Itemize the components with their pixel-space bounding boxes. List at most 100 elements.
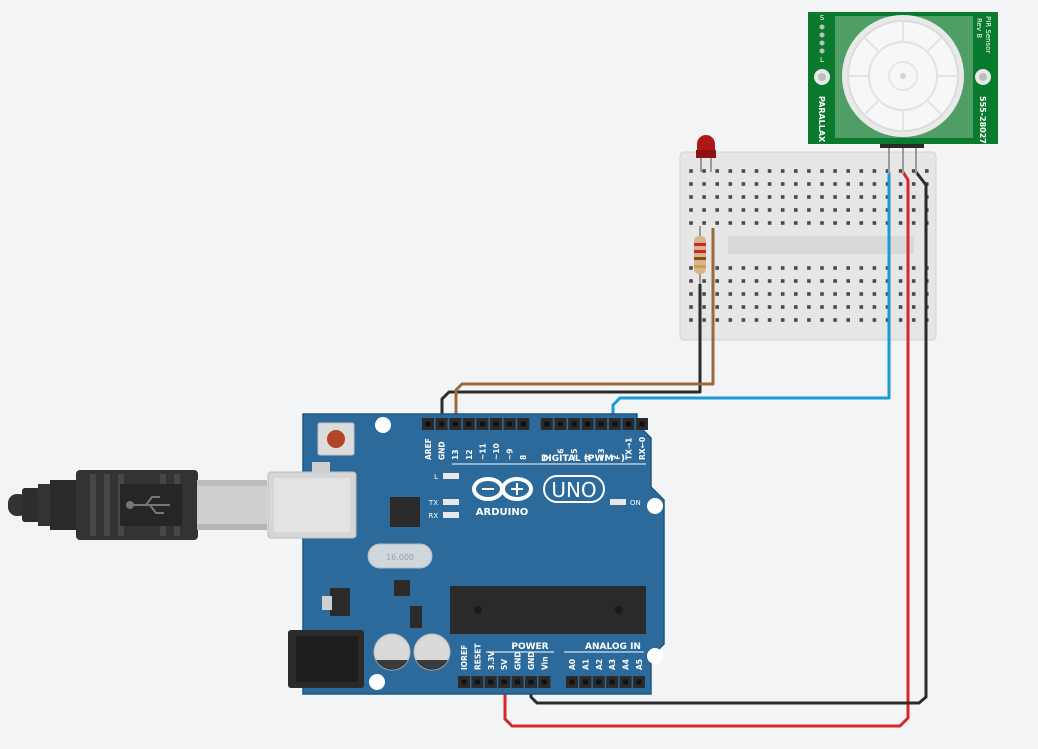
breadboard-hole[interactable] [702, 169, 706, 173]
breadboard-hole[interactable] [833, 208, 837, 212]
breadboard-hole[interactable] [689, 305, 693, 309]
breadboard-hole[interactable] [807, 169, 811, 173]
breadboard-hole[interactable] [715, 305, 719, 309]
breadboard-hole[interactable] [872, 195, 877, 199]
breadboard-hole[interactable] [911, 292, 916, 296]
breadboard-hole[interactable] [754, 318, 759, 322]
breadboard-hole[interactable] [807, 292, 811, 296]
breadboard-hole[interactable] [820, 208, 824, 212]
breadboard-hole[interactable] [741, 221, 746, 225]
breadboard-hole[interactable] [859, 279, 864, 283]
breadboard-hole[interactable] [728, 182, 733, 186]
breadboard-hole[interactable] [820, 266, 824, 270]
breadboard-hole[interactable] [859, 169, 864, 173]
breadboard-hole[interactable] [689, 221, 693, 225]
wires[interactable] [440, 171, 928, 728]
breadboard[interactable] [679, 151, 937, 341]
breadboard-hole[interactable] [833, 266, 837, 270]
breadboard-hole[interactable] [807, 266, 811, 270]
breadboard-hole[interactable] [820, 318, 824, 322]
breadboard-hole[interactable] [780, 266, 785, 270]
pir-sensor[interactable]: S L PIR Sensor Rev B PARALLAX 555-28027 [808, 12, 998, 174]
breadboard-hole[interactable] [820, 221, 824, 225]
breadboard-hole[interactable] [715, 318, 719, 322]
breadboard-hole[interactable] [741, 182, 746, 186]
breadboard-hole[interactable] [780, 305, 785, 309]
breadboard-hole[interactable] [807, 318, 811, 322]
breadboard-hole[interactable] [689, 195, 693, 199]
breadboard-hole[interactable] [820, 182, 824, 186]
breadboard-hole[interactable] [911, 195, 916, 199]
breadboard-hole[interactable] [820, 292, 824, 296]
breadboard-hole[interactable] [807, 305, 811, 309]
breadboard-hole[interactable] [833, 182, 837, 186]
breadboard-hole[interactable] [780, 318, 785, 322]
breadboard-hole[interactable] [767, 195, 772, 199]
breadboard-hole[interactable] [728, 266, 733, 270]
breadboard-hole[interactable] [728, 221, 733, 225]
breadboard-hole[interactable] [794, 208, 798, 212]
breadboard-hole[interactable] [702, 208, 706, 212]
breadboard-hole[interactable] [767, 305, 772, 309]
breadboard-hole[interactable] [715, 195, 719, 199]
breadboard-hole[interactable] [807, 221, 811, 225]
breadboard-hole[interactable] [728, 208, 733, 212]
breadboard-hole[interactable] [846, 208, 850, 212]
breadboard-hole[interactable] [728, 305, 733, 309]
breadboard-hole[interactable] [702, 279, 706, 283]
breadboard-hole[interactable] [898, 221, 903, 225]
breadboard-hole[interactable] [689, 279, 693, 283]
breadboard-hole[interactable] [911, 318, 916, 322]
breadboard-hole[interactable] [780, 292, 785, 296]
breadboard-hole[interactable] [741, 292, 746, 296]
breadboard-hole[interactable] [925, 169, 929, 173]
breadboard-hole[interactable] [702, 318, 706, 322]
breadboard-hole[interactable] [911, 169, 916, 173]
breadboard-hole[interactable] [846, 169, 850, 173]
breadboard-hole[interactable] [911, 182, 916, 186]
breadboard-hole[interactable] [767, 221, 772, 225]
breadboard-hole[interactable] [767, 169, 772, 173]
breadboard-hole[interactable] [702, 305, 706, 309]
breadboard-hole[interactable] [898, 279, 903, 283]
breadboard-hole[interactable] [885, 169, 890, 173]
breadboard-hole[interactable] [911, 305, 916, 309]
breadboard-hole[interactable] [846, 305, 850, 309]
breadboard-hole[interactable] [767, 279, 772, 283]
breadboard-hole[interactable] [689, 292, 693, 296]
breadboard-hole[interactable] [794, 266, 798, 270]
breadboard-hole[interactable] [898, 208, 903, 212]
breadboard-hole[interactable] [754, 182, 759, 186]
breadboard-hole[interactable] [794, 195, 798, 199]
breadboard-hole[interactable] [754, 169, 759, 173]
breadboard-hole[interactable] [767, 182, 772, 186]
breadboard-hole[interactable] [859, 292, 864, 296]
breadboard-hole[interactable] [780, 169, 785, 173]
breadboard-hole[interactable] [846, 279, 850, 283]
breadboard-hole[interactable] [689, 318, 693, 322]
breadboard-hole[interactable] [702, 221, 706, 225]
breadboard-hole[interactable] [767, 266, 772, 270]
arduino-uno[interactable]: 16.000 ARDUINO UNO [267, 413, 665, 695]
breadboard-hole[interactable] [780, 208, 785, 212]
breadboard-hole[interactable] [715, 208, 719, 212]
breadboard-hole[interactable] [846, 318, 850, 322]
breadboard-hole[interactable] [859, 208, 864, 212]
breadboard-hole[interactable] [807, 182, 811, 186]
breadboard-hole[interactable] [859, 318, 864, 322]
breadboard-hole[interactable] [872, 305, 877, 309]
breadboard-hole[interactable] [754, 279, 759, 283]
breadboard-hole[interactable] [702, 292, 706, 296]
breadboard-hole[interactable] [754, 266, 759, 270]
breadboard-hole[interactable] [702, 182, 706, 186]
breadboard-hole[interactable] [911, 221, 916, 225]
breadboard-hole[interactable] [754, 195, 759, 199]
breadboard-hole[interactable] [859, 221, 864, 225]
breadboard-hole[interactable] [741, 305, 746, 309]
breadboard-hole[interactable] [898, 318, 903, 322]
breadboard-hole[interactable] [872, 292, 877, 296]
usb-plug-icon[interactable] [8, 470, 267, 540]
breadboard-hole[interactable] [794, 318, 798, 322]
breadboard-hole[interactable] [833, 318, 837, 322]
